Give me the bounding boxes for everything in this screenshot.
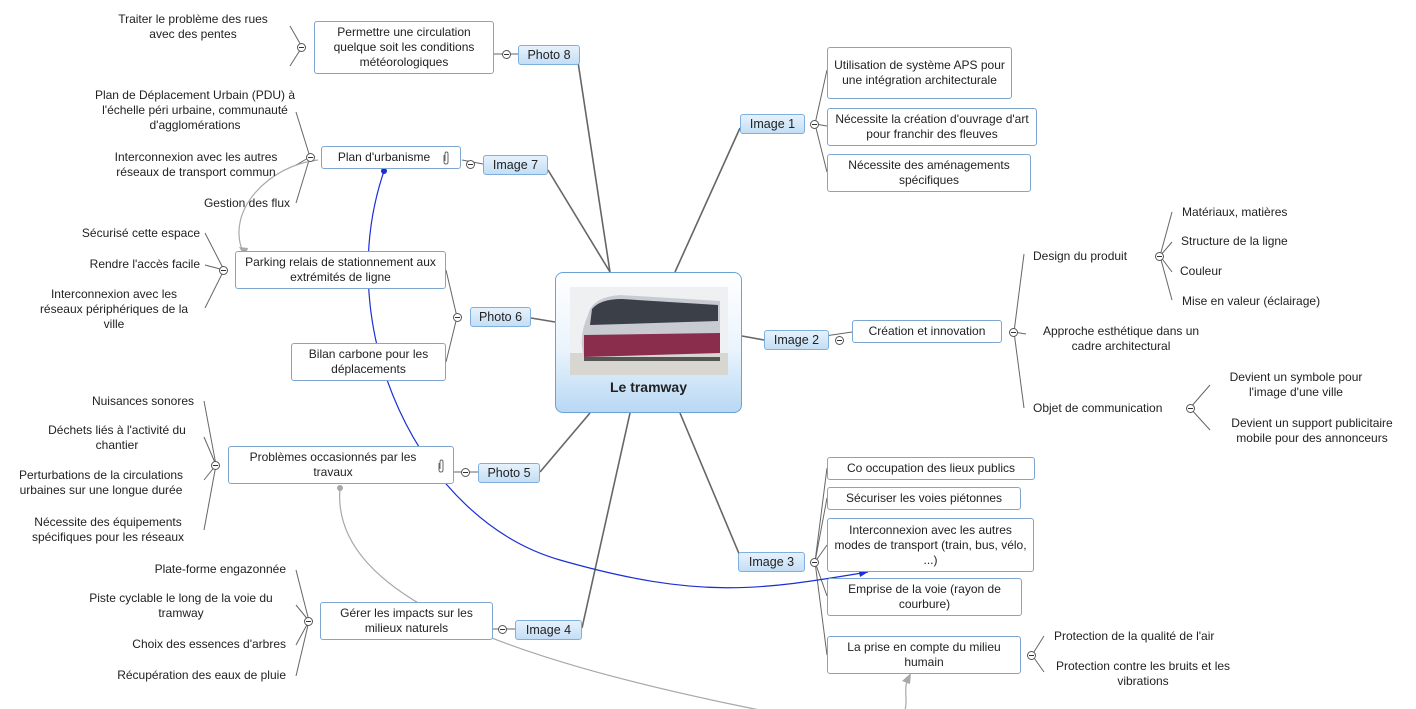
node-impacts-naturels[interactable]: Gérer les impacts sur les milieux nature… <box>320 602 493 640</box>
node-problemes-travaux[interactable]: Problèmes occasionnés par les travaux <box>228 446 454 484</box>
leaf-acces-facile[interactable]: Rendre l'accès facile <box>89 257 200 271</box>
central-topic[interactable]: Le tramway <box>555 272 742 413</box>
leaf-couleur[interactable]: Couleur <box>1180 264 1223 278</box>
branch-image-7[interactable]: Image 7 <box>483 155 548 175</box>
leaf-reseaux-peripheriques[interactable]: Interconnexion avec les réseaux périphér… <box>39 287 189 331</box>
collapse-toggle[interactable] <box>810 120 819 129</box>
node-aps[interactable]: Utilisation de système APS pour une inté… <box>827 47 1012 99</box>
node-interconnexion-modes[interactable]: Interconnexion avec les autres modes de … <box>827 518 1034 572</box>
collapse-toggle[interactable] <box>1186 404 1195 413</box>
node-plan-urbanisme[interactable]: Plan d'urbanisme <box>321 146 461 169</box>
leaf-piste-cyclable[interactable]: Piste cyclable le long de la voie du tra… <box>89 591 273 620</box>
node-voies-pietonnes[interactable]: Sécuriser les voies piétonnes <box>827 487 1021 510</box>
leaf-bruits-vibrations[interactable]: Protection contre les bruits et les vibr… <box>1055 659 1231 688</box>
leaf-support-publicitaire[interactable]: Devient un support publicitaire mobile p… <box>1231 416 1393 445</box>
leaf-essences-arbres[interactable]: Choix des essences d'arbres <box>132 637 286 651</box>
node-circulation-meteo[interactable]: Permettre une circulation quelque soit l… <box>314 21 494 74</box>
node-objet-communication[interactable]: Objet de communication <box>1033 401 1163 415</box>
collapse-toggle[interactable] <box>306 153 315 162</box>
tram-photo-icon <box>570 287 728 375</box>
node-parking-relais[interactable]: Parking relais de stationnement aux extr… <box>235 251 446 289</box>
leaf-pdu[interactable]: Plan de Déplacement Urbain (PDU) à l'éch… <box>94 88 296 132</box>
collapse-toggle[interactable] <box>502 50 511 59</box>
leaf-mise-en-valeur[interactable]: Mise en valeur (éclairage) <box>1182 294 1321 308</box>
leaf-rues-pentes[interactable]: Traiter le problème des rues avec des pe… <box>118 12 268 41</box>
leaf-symbole-ville[interactable]: Devient un symbole pour l'image d'une vi… <box>1229 370 1363 399</box>
collapse-toggle[interactable] <box>304 617 313 626</box>
leaf-equipements-reseaux[interactable]: Nécessite des équipements spécifiques po… <box>31 515 185 544</box>
branch-photo-5[interactable]: Photo 5 <box>478 463 540 483</box>
node-design-produit[interactable]: Design du produit <box>1033 249 1128 263</box>
collapse-toggle[interactable] <box>461 468 470 477</box>
collapse-toggle[interactable] <box>466 160 475 169</box>
branch-image-4[interactable]: Image 4 <box>515 620 582 640</box>
collapse-toggle[interactable] <box>219 266 228 275</box>
node-milieu-humain[interactable]: La prise en compte du milieu humain <box>827 636 1021 674</box>
attachment-icon[interactable] <box>436 459 446 473</box>
leaf-dechets-chantier[interactable]: Déchets liés à l'activité du chantier <box>48 423 186 452</box>
collapse-toggle[interactable] <box>297 43 306 52</box>
leaf-plate-forme[interactable]: Plate-forme engazonnée <box>154 562 286 576</box>
collapse-toggle[interactable] <box>810 558 819 567</box>
collapse-toggle[interactable] <box>1027 651 1036 660</box>
branch-image-3[interactable]: Image 3 <box>738 552 805 572</box>
branch-photo-6[interactable]: Photo 6 <box>470 307 531 327</box>
central-title: Le tramway <box>609 379 688 395</box>
branch-photo-8[interactable]: Photo 8 <box>518 45 580 65</box>
node-co-occupation[interactable]: Co occupation des lieux publics <box>827 457 1035 480</box>
node-emprise-voie[interactable]: Emprise de la voie (rayon de courbure) <box>827 578 1022 616</box>
leaf-perturbations[interactable]: Perturbations de la circulations urbaine… <box>18 468 184 497</box>
leaf-gestion-flux[interactable]: Gestion des flux <box>203 196 290 210</box>
node-amenagements[interactable]: Nécessite des aménagements spécifiques <box>827 154 1031 192</box>
leaf-qualite-air[interactable]: Protection de la qualité de l'air <box>1054 629 1215 643</box>
collapse-toggle[interactable] <box>1009 328 1018 337</box>
node-approche-esthetique[interactable]: Approche esthétique dans un cadre archit… <box>1042 324 1200 353</box>
collapse-toggle[interactable] <box>835 336 844 345</box>
leaf-structure-ligne[interactable]: Structure de la ligne <box>1181 234 1288 248</box>
branch-image-2[interactable]: Image 2 <box>764 330 829 350</box>
node-ouvrage-art[interactable]: Nécessite la création d'ouvrage d'art po… <box>827 108 1037 146</box>
leaf-materiaux[interactable]: Matériaux, matières <box>1182 205 1288 219</box>
collapse-toggle[interactable] <box>498 625 507 634</box>
leaf-securise-espace[interactable]: Sécurisé cette espace <box>81 226 200 240</box>
node-bilan-carbone[interactable]: Bilan carbone pour les déplacements <box>291 343 446 381</box>
collapse-toggle[interactable] <box>1155 252 1164 261</box>
collapse-toggle[interactable] <box>211 461 220 470</box>
leaf-eaux-pluie[interactable]: Récupération des eaux de pluie <box>117 668 286 682</box>
leaf-nuisances-sonores[interactable]: Nuisances sonores <box>91 394 194 408</box>
branch-image-1[interactable]: Image 1 <box>740 114 805 134</box>
leaf-interconnexion-reseaux[interactable]: Interconnexion avec les autres réseaux d… <box>114 150 278 179</box>
node-creation-innovation[interactable]: Création et innovation <box>852 320 1002 343</box>
attachment-icon[interactable] <box>441 151 451 165</box>
collapse-toggle[interactable] <box>453 313 462 322</box>
